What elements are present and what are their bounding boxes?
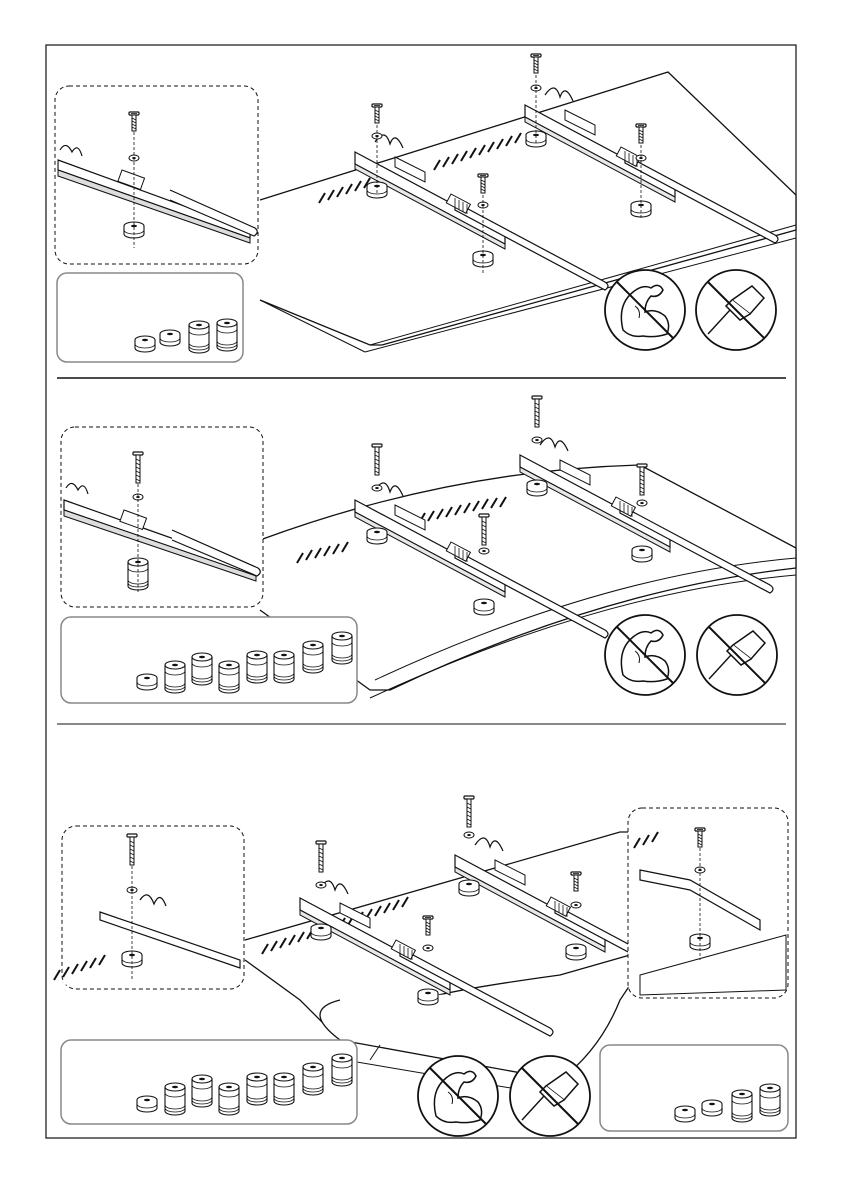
step-2-curved-tv	[61, 396, 796, 703]
no-excess-force-icon	[605, 615, 685, 695]
screw	[372, 104, 382, 123]
step-3-tv-with-stand	[54, 796, 788, 1136]
no-power-drill-icon	[696, 270, 776, 350]
hardware-options-box	[57, 273, 243, 362]
no-excess-force-icon	[605, 270, 685, 350]
no-excess-force-icon	[418, 1056, 498, 1136]
no-power-drill-icon	[697, 615, 777, 695]
step-1-flat-tv	[55, 54, 796, 362]
no-power-drill-icon	[510, 1056, 590, 1136]
